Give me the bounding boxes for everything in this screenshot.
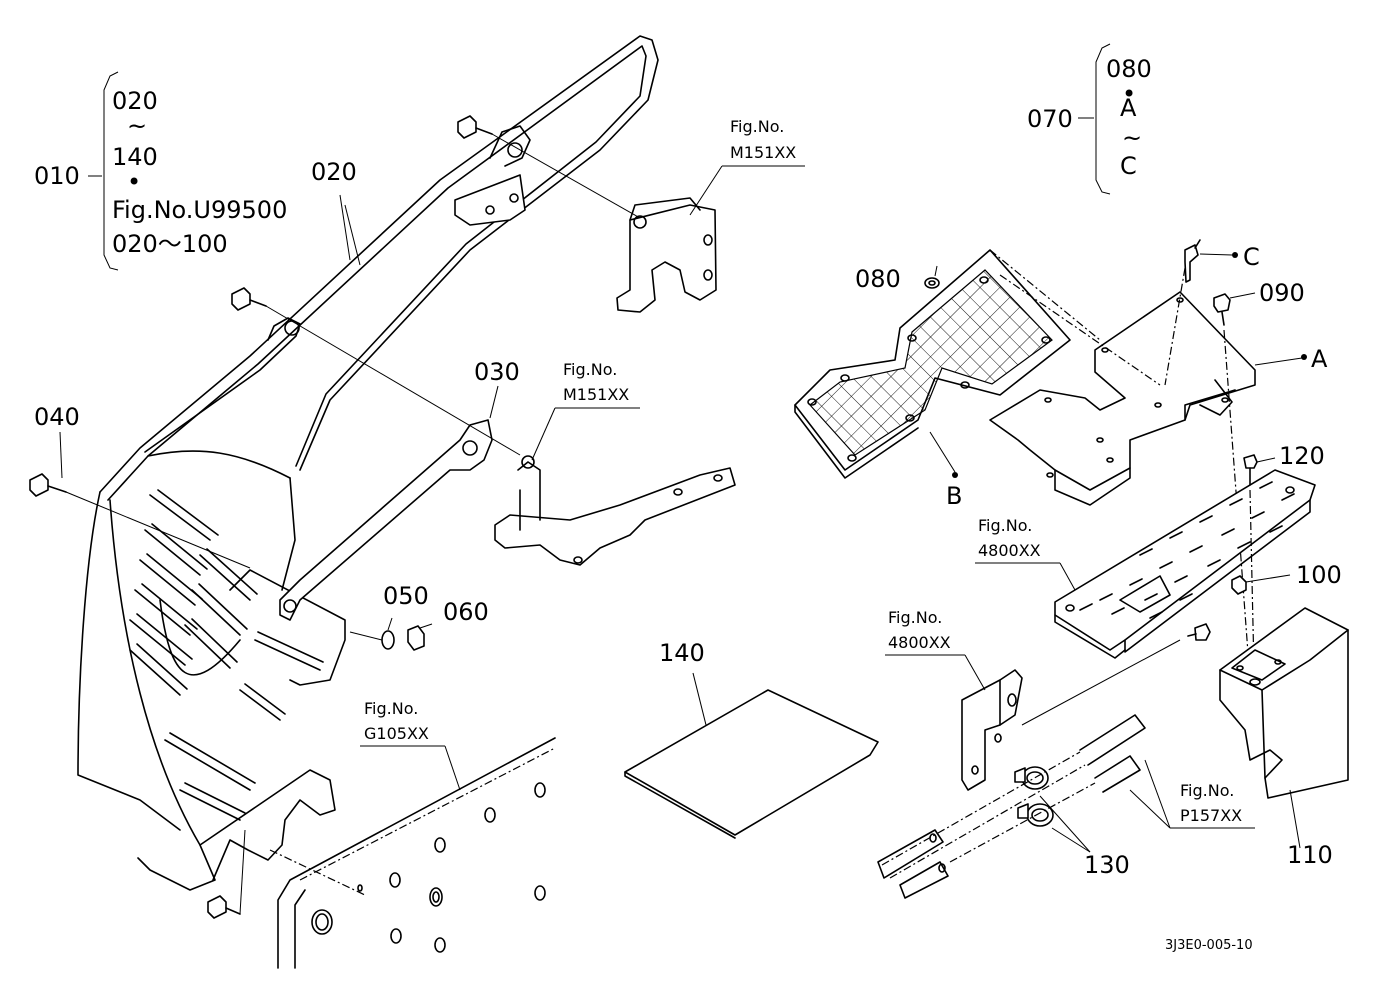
bolt-icon (29, 473, 67, 497)
nut-icon (1231, 575, 1247, 595)
group-070-line5: C (1120, 152, 1137, 180)
bolt-icon (1187, 623, 1211, 641)
part-label-100: 100 (1296, 561, 1342, 589)
bracket-m151-upper (616, 197, 717, 313)
bolt-icon (1243, 454, 1258, 486)
group-010-line4: • (127, 168, 141, 196)
group-070-line4: ~ (1122, 124, 1142, 152)
cover-110 (1219, 607, 1349, 849)
washer-icon (924, 277, 940, 289)
part-label-130: 130 (1084, 851, 1130, 879)
bolt-icon (457, 115, 493, 139)
group-070-line1: 080 (1106, 55, 1152, 83)
fig-ref-g105-code: G105XX (364, 724, 429, 743)
part-label-050: 050 (383, 582, 429, 610)
bolt-icon (207, 895, 241, 919)
group-070-line3: A (1120, 94, 1137, 122)
hose-clamp-icon (1014, 766, 1049, 790)
sheet-140 (624, 672, 879, 839)
part-label-020: 020 (311, 158, 357, 186)
diagram-code: 3J3E0-005-10 (1165, 938, 1253, 953)
bolt-icon (231, 287, 267, 311)
fig-ref-4800-lower-title: Fig.No. (888, 608, 942, 627)
bracket-m151-lower (494, 455, 736, 566)
step-mesh-assembly (794, 249, 1071, 479)
fig-ref-4800-upper-title: Fig.No. (978, 516, 1032, 535)
fig-ref-4800-lower-code: 4800XX (888, 633, 951, 652)
part-label-030: 030 (474, 358, 520, 386)
part-label-090: 090 (1259, 279, 1305, 307)
side-cover-assembly (29, 35, 659, 919)
fig-ref-m151-lower-title: Fig.No. (563, 360, 617, 379)
group-070-line2: • (1122, 80, 1136, 108)
point-label-b: B (946, 482, 962, 510)
group-010-line5: Fig.No.U99500 (112, 196, 287, 224)
fig-ref-m151-lower-code: M151XX (563, 385, 629, 404)
hose-p157 (877, 714, 1146, 899)
hose-bracket-4800 (961, 639, 1181, 791)
washer-icon (381, 630, 395, 650)
group-010-line1: 020 (112, 87, 158, 115)
fig-ref-m151-upper-title: Fig.No. (730, 117, 784, 136)
group-010-line6: 020～100 (112, 230, 228, 258)
point-label-a: A (1311, 345, 1328, 373)
part-label-120: 120 (1279, 442, 1325, 470)
part-label-040: 040 (34, 403, 80, 431)
part-label-140: 140 (659, 639, 705, 667)
support-plate-4800 (1054, 469, 1316, 659)
part-label-080: 080 (855, 265, 901, 293)
point-label-c: C (1243, 243, 1260, 271)
frame-g105 (269, 737, 556, 969)
hose-clamp-icon (1017, 803, 1054, 827)
fig-ref-g105-title: Fig.No. (364, 699, 418, 718)
part-label-010: 010 (34, 162, 80, 190)
pin-icon (1184, 239, 1201, 283)
fig-ref-4800-upper-code: 4800XX (978, 541, 1041, 560)
nut-icon (407, 625, 425, 651)
bolt-icon (1213, 293, 1231, 326)
part-label-070: 070 (1027, 105, 1073, 133)
group-010-line3: 140 (112, 143, 158, 171)
step-bracket-a (989, 249, 1307, 506)
fig-ref-m151-upper-code: M151XX (730, 143, 796, 162)
fig-ref-p157-title: Fig.No. (1180, 781, 1234, 800)
part-label-110: 110 (1287, 841, 1333, 869)
part-label-060: 060 (443, 598, 489, 626)
fig-ref-p157-code: P157XX (1180, 806, 1242, 825)
group-010-line2: ~ (127, 112, 147, 140)
